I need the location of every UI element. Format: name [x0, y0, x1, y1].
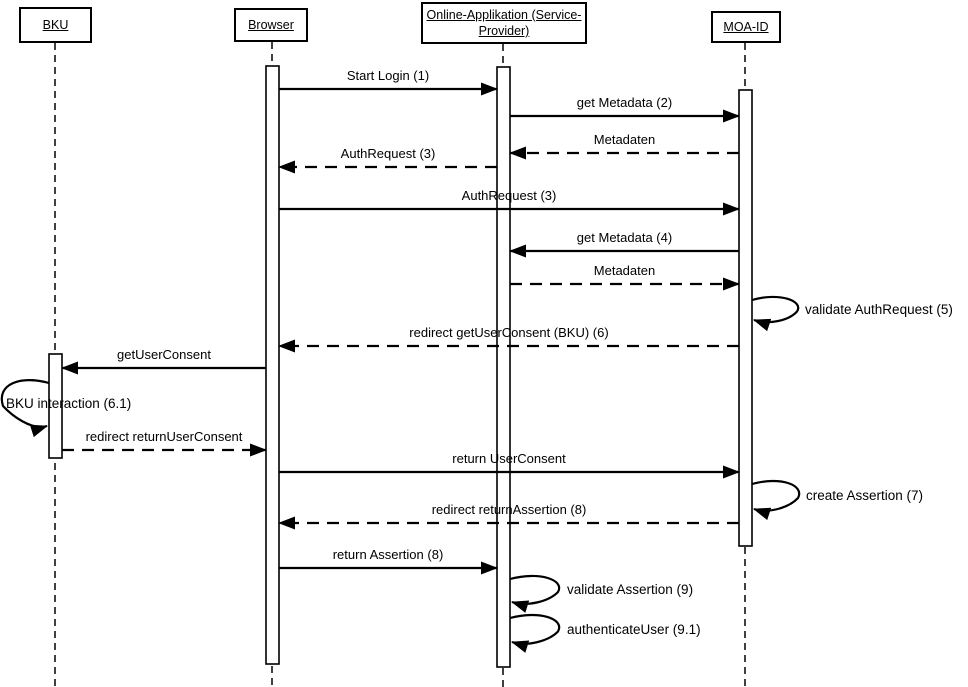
activation-bar-bku	[48, 353, 63, 459]
activation-bar-online-applikation	[496, 66, 511, 668]
participant-label-online-applikation: Online-Applikation (Service- Provider)	[426, 7, 582, 38]
message-label-6: Metadaten	[593, 263, 656, 278]
self-message-label-1: BKU interaction (6.1)	[6, 396, 132, 411]
participant-box-moa-id: MOA-ID	[711, 11, 781, 43]
participant-label-moa-id: MOA-ID	[723, 19, 769, 34]
message-label-2: Metadaten	[593, 132, 656, 147]
message-label-12: return Assertion (8)	[332, 547, 444, 562]
self-message-label-4: authenticateUser (9.1)	[567, 622, 701, 637]
self-message-label-3: validate Assertion (9)	[567, 582, 694, 597]
message-label-11: redirect returnAssertion (8)	[431, 502, 587, 517]
participant-label-bku: BKU	[42, 17, 69, 32]
message-label-0: Start Login (1)	[346, 68, 430, 83]
message-label-5: get Metadata (4)	[576, 230, 673, 245]
participant-box-browser: Browser	[234, 8, 308, 42]
self-message-label-2: create Assertion (7)	[806, 488, 924, 503]
message-label-3: AuthRequest (3)	[340, 146, 436, 161]
participant-box-online-applikation: Online-Applikation (Service- Provider)	[421, 2, 587, 44]
message-label-9: redirect returnUserConsent	[85, 429, 243, 444]
activation-bar-browser	[265, 65, 280, 665]
self-message-arrow-1	[0, 379, 50, 438]
self-message-arrow-2	[751, 479, 801, 521]
self-message-arrow-4	[509, 613, 561, 653]
message-label-7: redirect getUserConsent (BKU) (6)	[409, 325, 609, 340]
self-message-arrow-0	[751, 295, 800, 332]
participant-label-browser: Browser	[248, 17, 294, 32]
activation-bar-moa-id	[738, 89, 753, 547]
self-message-label-0: validate AuthRequest (5)	[805, 302, 953, 317]
self-message-arrow-3	[509, 574, 561, 613]
message-label-10: return UserConsent	[452, 451, 566, 466]
message-label-1: get Metadata (2)	[576, 95, 673, 110]
participant-box-bku: BKU	[19, 7, 92, 43]
message-label-4: AuthRequest (3)	[461, 188, 557, 203]
message-label-8: getUserConsent	[117, 347, 211, 362]
